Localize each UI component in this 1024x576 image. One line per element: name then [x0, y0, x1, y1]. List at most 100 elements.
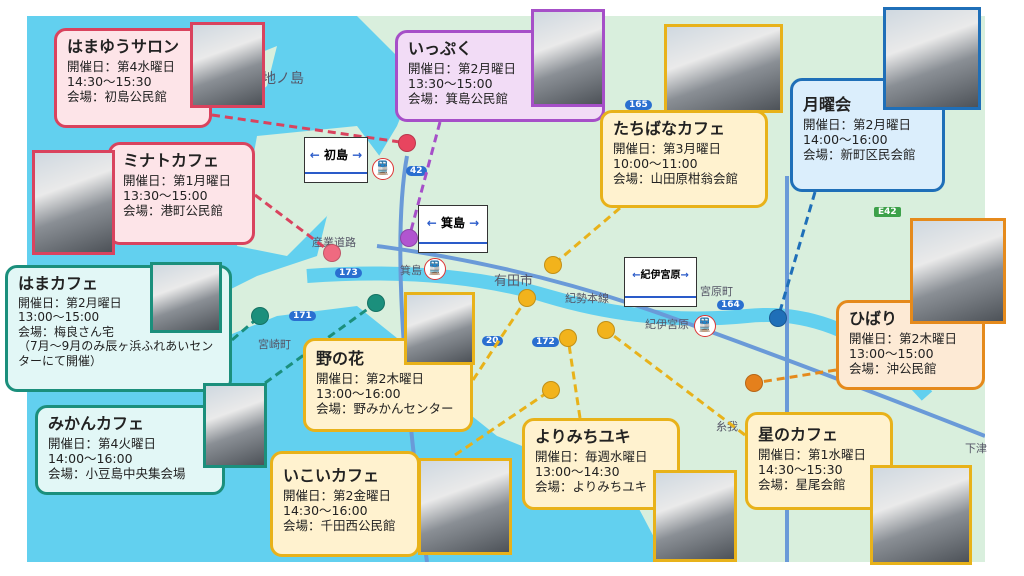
venue-place: 会場：小豆島中央集会場: [48, 466, 186, 482]
route-e42: E42: [874, 207, 901, 217]
venue-place: 会場：梅良さん宅: [18, 324, 115, 339]
map-label-itoga: 糸我: [716, 420, 738, 433]
venue-card-getsuyokai[interactable]: 月曜会 開催日：第2月曜日 14:00～16:00 会場：新町区民会館: [790, 78, 945, 192]
venue-date: 開催日：第1水曜日: [758, 446, 866, 462]
venue-photo: [32, 150, 115, 255]
route-173: 173: [335, 268, 362, 278]
map-label-shimotsu: 下津: [965, 442, 987, 455]
venue-time: 13:00～15:00: [849, 345, 934, 361]
venue-date: 開催日：第4火曜日: [48, 435, 156, 451]
venue-date: 開催日：第2月曜日: [803, 116, 911, 132]
venue-photo: [883, 7, 981, 110]
venue-name: ミナトカフェ: [123, 151, 220, 170]
venue-time: 10:00～11:00: [613, 155, 698, 171]
venue-time: 13:30～15:00: [123, 187, 208, 203]
train-icon: 🚆: [694, 315, 716, 337]
map-pin-ikoi[interactable]: [542, 381, 560, 399]
venue-date: 開催日：第2月曜日: [18, 295, 122, 310]
map-pin-minato[interactable]: [323, 244, 341, 262]
map-label-island: 地ノ島: [262, 71, 304, 87]
route-165: 165: [625, 100, 652, 110]
train-icon: 🚆: [424, 258, 446, 280]
venue-name: 月曜会: [803, 95, 852, 114]
venue-photo: [150, 262, 222, 333]
venue-name: よりみちユキ: [535, 427, 631, 446]
venue-place: 会場：箕島公民館: [408, 91, 509, 107]
map-label-city: 有田市: [494, 274, 534, 289]
venue-place: 会場：初島公民館: [67, 89, 168, 105]
venue-place: 会場：千田西公民館: [283, 518, 396, 534]
route-171: 171: [289, 311, 316, 321]
map-label-station-area: 紀伊宮原: [645, 318, 689, 331]
venue-photo: [531, 9, 605, 107]
venue-date: 開催日：第2月曜日: [408, 60, 516, 76]
map-pin-hamayu[interactable]: [398, 134, 416, 152]
venue-name: いこいカフェ: [283, 466, 380, 485]
venue-time: 13:30～15:00: [408, 75, 493, 91]
venue-photo: [418, 458, 512, 555]
venue-card-yorimichi-yuki[interactable]: よりみちユキ 開催日：毎週水曜日 13:00～14:30 会場：よりみちユキ: [522, 418, 680, 510]
venue-date: 開催日：毎週水曜日: [535, 448, 648, 464]
map-pin-hibari[interactable]: [745, 374, 763, 392]
venue-card-hoshi-cafe[interactable]: 星のカフェ 開催日：第1水曜日 14:30～15:30 会場：星尾会館: [745, 412, 893, 510]
venue-time: 14:00～16:00: [48, 450, 133, 466]
venue-name: ひばり: [849, 309, 898, 328]
venue-time: 14:30～15:30: [758, 461, 843, 477]
venue-photo: [653, 470, 737, 562]
map-pin-tachibana[interactable]: [544, 256, 562, 274]
venue-time: 13:00～15:00: [18, 310, 100, 325]
map-pin-hama[interactable]: [251, 307, 269, 325]
route-42: 42: [406, 166, 427, 176]
station-sign-kiimiyahara: ←紀伊宮原→: [624, 257, 697, 307]
venue-time: 14:30～15:30: [67, 73, 152, 89]
venue-place: 会場：星尾会館: [758, 477, 846, 493]
venue-place: 会場：新町区民会館: [803, 147, 916, 163]
route-172: 172: [532, 337, 559, 347]
venue-date: 開催日：第3月曜日: [613, 140, 721, 156]
map-label-line: 紀勢本線: [565, 292, 609, 305]
venue-place: 会場：よりみちユキ: [535, 479, 648, 495]
map-pin-ippuku[interactable]: [400, 229, 418, 247]
venue-photo: [404, 292, 475, 365]
venue-photo: [190, 22, 265, 108]
station-sign-minoshima: ← 箕島 →: [418, 205, 488, 253]
venue-photo: [870, 465, 972, 565]
map-pin-getsuyokai[interactable]: [769, 309, 787, 327]
train-icon: 🚆: [372, 158, 394, 180]
venue-note: （7月～9月のみ辰ヶ浜ふれあいセンターにて開催）: [18, 339, 214, 369]
station-name: 紀伊宮原: [640, 270, 681, 281]
map-pin-yorimichi[interactable]: [559, 329, 577, 347]
venue-name: 星のカフェ: [758, 425, 839, 444]
venue-name: はまカフェ: [18, 274, 99, 293]
venue-photo: [203, 383, 267, 468]
station-name: 箕島: [440, 216, 465, 230]
map-label-town: 宮原町: [700, 285, 733, 298]
venue-name: はまゆうサロン: [67, 37, 180, 56]
venue-card-ikoi-cafe[interactable]: いこいカフェ 開催日：第2金曜日 14:30～16:00 会場：千田西公民館: [270, 451, 420, 557]
venue-card-minato-cafe[interactable]: ミナトカフェ 開催日：第1月曜日 13:30～15:00 会場：港町公民館: [108, 142, 255, 245]
venue-card-mikan-cafe[interactable]: みかんカフェ 開催日：第4火曜日 14:00～16:00 会場：小豆島中央集会場: [35, 405, 225, 495]
map-pin-mikan[interactable]: [367, 294, 385, 312]
venue-time: 13:00～16:00: [316, 385, 401, 401]
map-pin-nonohana[interactable]: [518, 289, 536, 307]
venue-date: 開催日：第2木曜日: [849, 330, 957, 346]
venue-time: 14:30～16:00: [283, 502, 368, 518]
venue-name: みかんカフェ: [48, 414, 145, 433]
venue-place: 会場：沖公民館: [849, 361, 937, 377]
venue-card-tachibana-cafe[interactable]: たちばなカフェ 開催日：第3月曜日 10:00～11:00 会場：山田原柑翁会館: [600, 110, 768, 208]
venue-date: 開催日：第4水曜日: [67, 58, 175, 74]
venue-photo: [910, 218, 1006, 324]
venue-card-hamayu-salon[interactable]: はまゆうサロン 開催日：第4水曜日 14:30～15:30 会場：初島公民館: [54, 28, 212, 128]
map-pin-hoshi[interactable]: [597, 321, 615, 339]
venue-date: 開催日：第2金曜日: [283, 487, 391, 503]
venue-time: 14:00～16:00: [803, 131, 888, 147]
venue-place: 会場：野みかんセンター: [316, 401, 454, 417]
venue-name: いっぷく: [408, 39, 473, 58]
venue-time: 13:00～14:30: [535, 463, 620, 479]
route-20: 20: [482, 336, 503, 346]
station-sign-hatsushima: ← 初島 →: [304, 137, 368, 183]
venue-place: 会場：山田原柑翁会館: [613, 171, 739, 187]
route-164: 164: [717, 300, 744, 310]
venue-name: たちばなカフェ: [613, 119, 726, 138]
venue-photo: [664, 24, 783, 113]
